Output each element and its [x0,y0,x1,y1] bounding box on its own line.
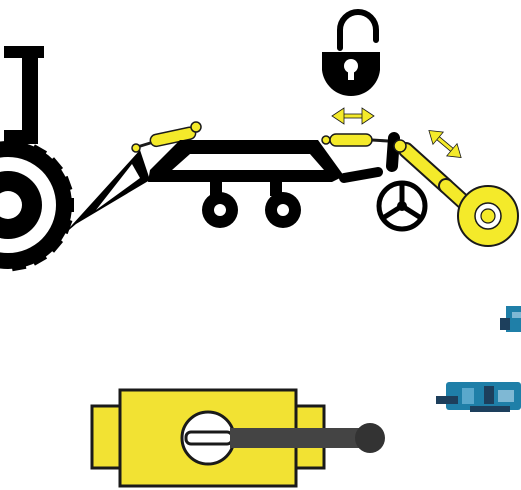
double-headed-horizontal-arrow-icon [332,108,374,124]
depth-wheel-right [265,192,301,228]
tractor [0,46,150,271]
padlock-unlocked-icon [322,12,380,96]
depth-wheel-left [202,192,238,228]
pivot-post [392,138,394,166]
hitch-frame [62,150,150,236]
tractor-seat [4,46,44,144]
hydraulic-cylinder-side-shift [322,134,388,146]
steering-wheel-icon [379,183,425,229]
tractor-rear-wheel [0,139,74,271]
double-headed-diagonal-arrow-icon [424,124,466,163]
machine-photo-fragment-top [500,306,521,332]
hydraulic-valve-lever-icon [92,390,385,486]
guide-wheel [458,186,518,246]
machine-photo-fragment-bottom [436,382,521,412]
depth-wheels [202,180,301,228]
